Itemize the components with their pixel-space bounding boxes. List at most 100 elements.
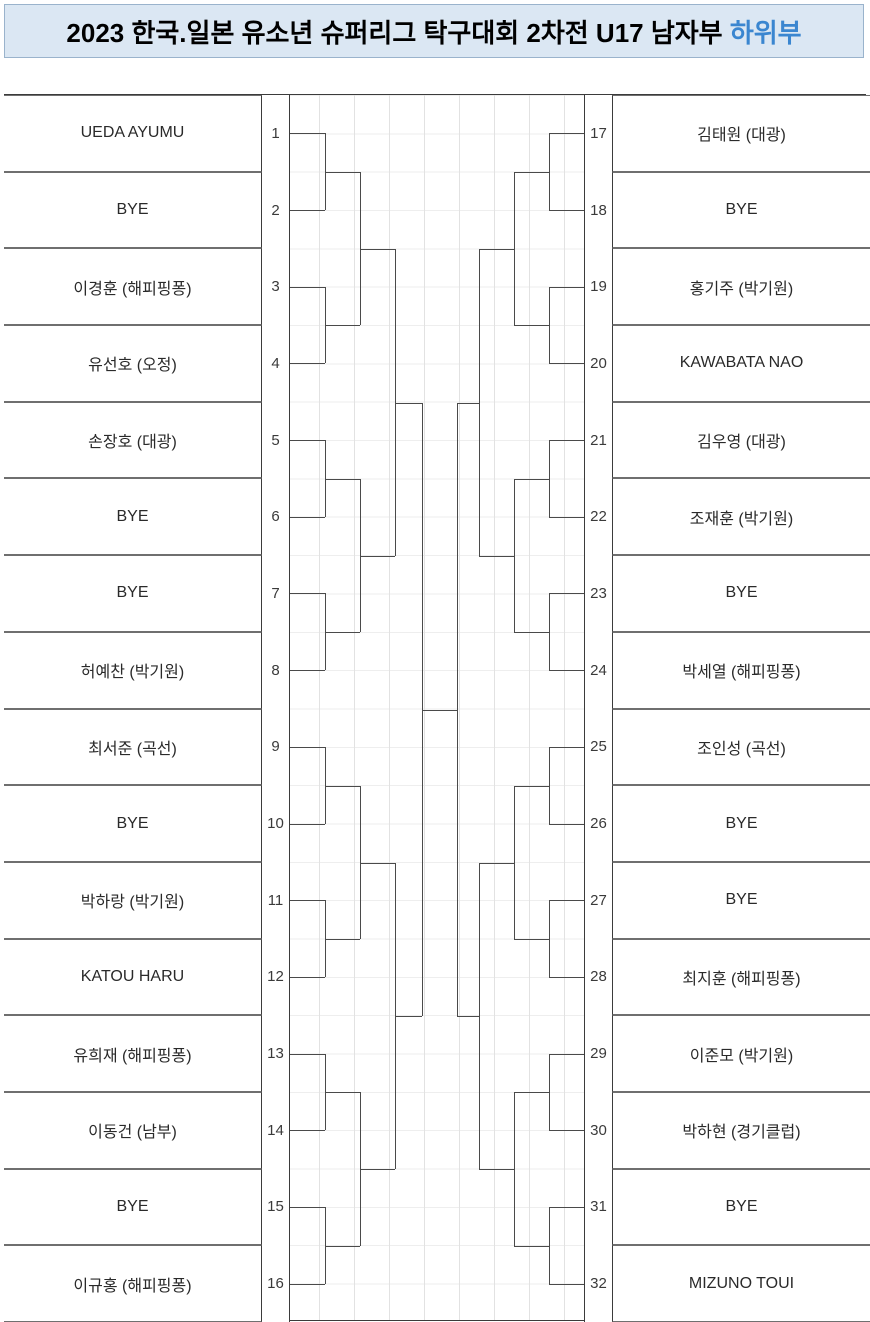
bracket-line-h <box>514 786 549 787</box>
bracket-line-h <box>549 747 584 748</box>
bracket-line-v <box>514 172 515 325</box>
seed-number-cell: 9 <box>262 708 290 786</box>
page-title: 2023 한국.일본 유소년 슈퍼리그 탁구대회 2차전 U17 남자부 하위부 <box>66 13 801 50</box>
seed-number-cell: 10 <box>262 785 290 862</box>
player-name-cell[interactable]: KAWABATA NAO <box>612 325 870 402</box>
seed-number-cell: 16 <box>262 1245 290 1322</box>
bracket-line-h <box>549 1054 584 1055</box>
seed-number-cell: 8 <box>262 631 290 709</box>
bracket-line-h <box>290 287 325 288</box>
seed-number-cell: 15 <box>262 1168 290 1246</box>
bracket-line-h <box>457 1016 479 1017</box>
bracket-line-h <box>514 325 549 326</box>
player-name-cell[interactable]: 이경훈 (해피핑퐁) <box>4 248 262 326</box>
bracket-line-h <box>290 1207 325 1208</box>
bracket-line-v <box>514 479 515 632</box>
bracket-line-h <box>549 133 584 134</box>
seed-number-cell: 31 <box>584 1168 612 1246</box>
seed-number-cell: 26 <box>584 785 612 862</box>
bracket-line-h <box>325 632 360 633</box>
player-name-cell[interactable]: 홍기주 (박기원) <box>612 248 870 326</box>
bracket-line-h <box>290 977 325 978</box>
player-name-cell[interactable]: 조재훈 (박기원) <box>612 478 870 556</box>
player-name-cell[interactable]: 이규홍 (해피핑퐁) <box>4 1245 262 1322</box>
player-name-cell[interactable]: BYE <box>612 555 870 632</box>
player-name-cell[interactable]: 이준모 (박기원) <box>612 1015 870 1092</box>
player-name-cell[interactable]: UEDA AYUMU <box>4 95 262 172</box>
seed-number-cell: 12 <box>262 938 290 1016</box>
bracket-final-line <box>422 710 457 711</box>
bracket-line-h <box>325 1246 360 1247</box>
bracket-line-v <box>457 403 458 1016</box>
bracket-line-v <box>549 593 550 670</box>
seed-number-cell: 30 <box>584 1091 612 1169</box>
bracket-line-h <box>290 900 325 901</box>
seed-number-cell: 2 <box>262 171 290 249</box>
seed-number-cell: 11 <box>262 861 290 939</box>
player-name-cell[interactable]: BYE <box>4 171 262 249</box>
seed-number-cell: 5 <box>262 401 290 479</box>
seed-number-cell: 21 <box>584 401 612 479</box>
bracket-line-v <box>360 479 361 632</box>
player-name-cell[interactable]: 김우영 (대광) <box>612 401 870 479</box>
bracket-line-v <box>325 1207 326 1284</box>
bracket-line-h <box>549 287 584 288</box>
player-name-cell[interactable]: 박하랑 (박기원) <box>4 861 262 939</box>
player-name-cell[interactable]: 조인성 (곡선) <box>612 708 870 786</box>
bracket-line-v <box>422 403 423 1016</box>
bracket-line-h <box>479 249 514 250</box>
player-name-cell[interactable]: 유희재 (해피핑퐁) <box>4 1015 262 1092</box>
bracket-line-h <box>549 1284 584 1285</box>
player-name-cell[interactable]: BYE <box>612 861 870 939</box>
seed-number-cell: 13 <box>262 1015 290 1092</box>
bracket-line-h <box>549 670 584 671</box>
player-name-cell[interactable]: BYE <box>4 555 262 632</box>
bracket-line-v <box>549 1054 550 1130</box>
bracket-line-h <box>290 440 325 441</box>
bracket-line-h <box>360 556 395 557</box>
bracket-line-v <box>360 172 361 325</box>
bracket-line-v <box>325 593 326 670</box>
bracket-line-v <box>325 747 326 824</box>
player-name-cell[interactable]: MIZUNO TOUI <box>612 1245 870 1322</box>
page-title-bar: 2023 한국.일본 유소년 슈퍼리그 탁구대회 2차전 U17 남자부 하위부 <box>4 4 864 58</box>
player-name-cell[interactable]: BYE <box>4 478 262 556</box>
bracket-line-v <box>360 786 361 939</box>
player-name-cell[interactable]: BYE <box>612 171 870 249</box>
player-name-cell[interactable]: BYE <box>612 785 870 862</box>
seed-number-cell: 7 <box>262 555 290 632</box>
bracket-line-h <box>290 363 325 364</box>
seed-number-cell: 27 <box>584 861 612 939</box>
player-name-cell[interactable]: 허예찬 (박기원) <box>4 631 262 709</box>
player-name-cell[interactable]: 박세열 (해피핑퐁) <box>612 631 870 709</box>
player-name-cell[interactable]: 최서준 (곡선) <box>4 708 262 786</box>
bracket-line-h <box>479 1169 514 1170</box>
bracket-line-h <box>549 593 584 594</box>
bracket-line-h <box>549 1207 584 1208</box>
player-name-cell[interactable]: 김태원 (대광) <box>612 95 870 172</box>
player-name-cell[interactable]: BYE <box>4 1168 262 1246</box>
bracket-line-v <box>549 440 550 517</box>
bracket-line-v <box>514 1092 515 1246</box>
player-name-cell[interactable]: 최지훈 (해피핑퐁) <box>612 938 870 1016</box>
bracket-line-h <box>549 517 584 518</box>
bracket-line-h <box>549 210 584 211</box>
bracket-line-v <box>549 287 550 363</box>
player-name-cell[interactable]: 손장호 (대광) <box>4 401 262 479</box>
seed-number-cell: 32 <box>584 1245 612 1322</box>
player-name-cell[interactable]: BYE <box>4 785 262 862</box>
player-name-cell[interactable]: 박하현 (경기클럽) <box>612 1091 870 1169</box>
bracket-line-v <box>395 249 396 556</box>
player-name-cell[interactable]: KATOU HARU <box>4 938 262 1016</box>
seed-number-cell: 22 <box>584 478 612 556</box>
player-name-cell[interactable]: 유선호 (오정) <box>4 325 262 402</box>
bracket-line-v <box>479 249 480 556</box>
bracket-line-h <box>325 786 360 787</box>
player-name-cell[interactable]: 이동건 (남부) <box>4 1091 262 1169</box>
player-name-cell[interactable]: BYE <box>612 1168 870 1246</box>
bracket-line-h <box>325 172 360 173</box>
bracket-line-h <box>549 977 584 978</box>
bracket-line-v <box>549 1207 550 1284</box>
bracket-line-v <box>549 133 550 210</box>
